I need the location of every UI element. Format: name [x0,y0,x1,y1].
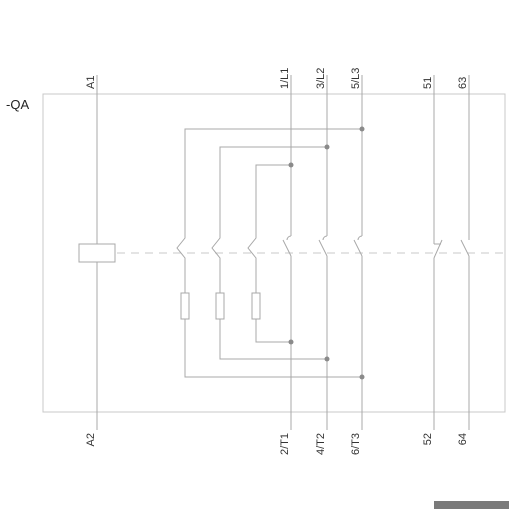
aux-contact-no [460,75,470,430]
junction-dot [359,374,365,380]
coil-symbol [78,243,116,263]
junction-dot [288,162,294,168]
contact-blade [353,239,363,257]
terminal-label-a1: A1 [85,76,97,89]
contact-blade [282,239,292,257]
arc-chute [322,235,328,241]
terminal-label-l3: 5/L3 [350,68,362,89]
junction-dot [324,356,330,362]
aux-contact-nc [433,75,443,430]
junction-dot [359,126,365,132]
main-pole-3 [353,75,363,430]
thermal-element [180,292,190,320]
arc-chute [357,235,363,241]
main-pole-2 [318,75,328,430]
thermal-element [251,292,261,320]
terminal-label-a2: A2 [85,433,97,446]
overload-branch-outer [176,128,362,378]
terminal-label-l1: 1/L1 [279,68,291,89]
terminal-label-t2: 4/T2 [315,433,327,455]
overload-branch-middle [211,146,327,360]
coil [78,75,116,430]
terminal-label-t3: 6/T3 [350,433,362,455]
terminal-label-64: 64 [457,433,469,445]
contact-blade [460,239,470,257]
junction-dot [324,144,330,150]
thermal-element [215,292,225,320]
terminal-label-52: 52 [422,433,434,445]
terminal-label-51: 51 [422,77,434,89]
arc-chute [286,235,292,241]
corner-bar [434,501,509,509]
terminal-label-t1: 2/T1 [279,433,291,455]
terminal-label-l2: 3/L2 [315,68,327,89]
overload-branch-inner [247,164,291,343]
device-frame [42,93,506,413]
contact-blade [318,239,328,257]
contact-blade [433,239,443,259]
junction-dot [288,339,294,345]
device-tag: -QA [6,97,29,112]
terminal-label-63: 63 [457,77,469,89]
